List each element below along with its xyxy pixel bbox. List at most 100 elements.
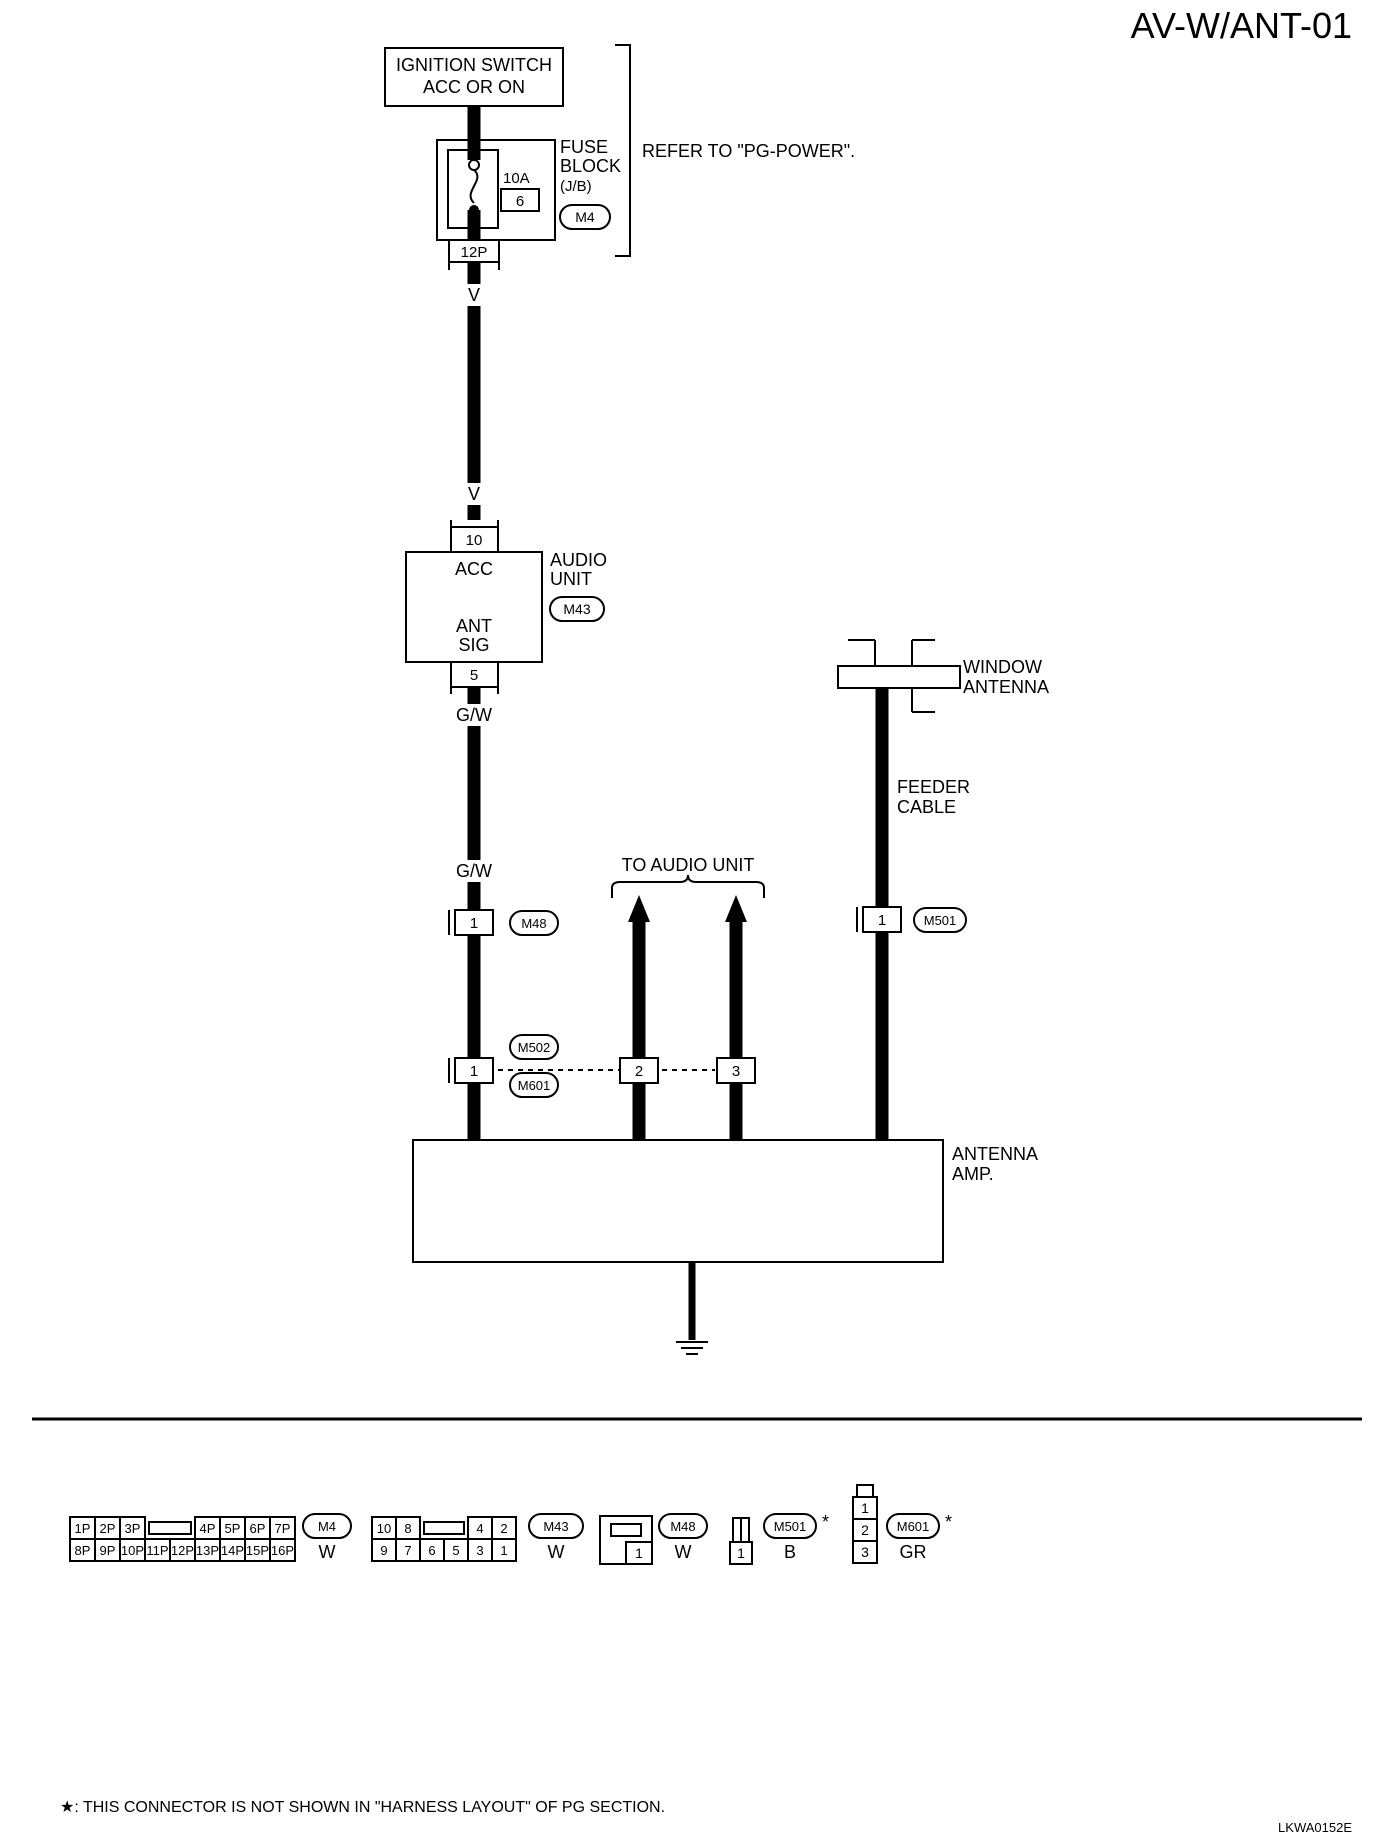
legend-m43-bottom-pin: 9 (380, 1543, 387, 1558)
ignition-label-1: IGNITION SWITCH (396, 55, 552, 75)
figure-code: LKWA0152E (1278, 1820, 1352, 1835)
m501-pin: 1 (878, 912, 886, 929)
legend-m4-code: M4 (318, 1519, 336, 1534)
antenna-amp-label-1: ANTENNA (952, 1144, 1038, 1164)
legend-m4-color: W (319, 1542, 336, 1562)
legend-m501-star: * (822, 1512, 829, 1532)
audio-label-1: AUDIO (550, 550, 607, 570)
audio-connector: M43 (563, 601, 590, 617)
legend-m43-bottom-pin: 1 (500, 1543, 507, 1558)
ground-symbol (676, 1262, 708, 1355)
footnote: ★: THIS CONNECTOR IS NOT SHOWN IN "HARNE… (60, 1799, 665, 1816)
legend-m501-code: M501 (774, 1519, 807, 1534)
antenna-amp: ANTENNA AMP. (412, 1139, 1038, 1263)
wire-color-gw-top: G/W (456, 705, 492, 725)
ignition-label-2: ACC OR ON (423, 77, 525, 97)
window-antenna: WINDOW ANTENNA (837, 639, 1049, 713)
legend-m43-bottom-pin: 7 (404, 1543, 411, 1558)
arrow-head-2 (725, 895, 747, 922)
legend-m601-code: M601 (897, 1519, 930, 1534)
fuse-label-1: FUSE (560, 137, 608, 157)
legend-m43-code: M43 (543, 1519, 568, 1534)
legend-m43-bottom-pin: 5 (452, 1543, 459, 1558)
wire-color-v-bottom: V (468, 484, 480, 504)
legend-m4-top-pin: 2P (100, 1521, 116, 1536)
legend-m43-top-pin: 2 (500, 1521, 507, 1536)
fuse-number: 6 (516, 193, 524, 210)
joint-connector: 1 2 3 M502 M601 (448, 1034, 756, 1098)
to-audio-brace (611, 874, 765, 898)
audio-acc-label: ACC (455, 559, 493, 579)
legend-m43-bottom-pin: 6 (428, 1543, 435, 1558)
fuse-label-3: (J/B) (560, 178, 592, 195)
connector-m501: 1 M501 (856, 906, 967, 933)
legend-m601-star: * (945, 1512, 952, 1532)
legend-m4-bottom-pin: 8P (75, 1543, 91, 1558)
legend-m43-top-pin: 4 (476, 1521, 483, 1536)
legend-m4-top-pin: 4P (200, 1521, 216, 1536)
legend-m4-top-pin: 7P (275, 1521, 291, 1536)
to-audio-unit-label: TO AUDIO UNIT (622, 855, 755, 875)
legend-m4-top-pin: 5P (225, 1521, 241, 1536)
legend-m4-bottom-pin: 12P (171, 1543, 194, 1558)
window-antenna-label-2: ANTENNA (963, 677, 1049, 697)
window-antenna-label-1: WINDOW (963, 657, 1042, 677)
refer-note: REFER TO "PG-POWER". (642, 141, 855, 161)
connector-m48: 1 M48 (448, 909, 559, 936)
legend-m4-bottom-pin: 10P (121, 1543, 144, 1558)
legend-m501: 1 (729, 1517, 753, 1565)
wire-color-v-top: V (468, 285, 480, 305)
legend-m4-bottom-pin: 9P (100, 1543, 116, 1558)
audio-label-2: UNIT (550, 569, 592, 589)
refer-bracket (615, 44, 631, 257)
legend-m43-bottom-pin: 3 (476, 1543, 483, 1558)
antenna-amp-label-2: AMP. (952, 1164, 994, 1184)
audio-ant-label: ANT (456, 616, 492, 636)
legend-m4-bottom-pin: 14P (221, 1543, 244, 1558)
legend-m43-color: W (548, 1542, 565, 1562)
page-id: AV-W/ANT-01 (1131, 5, 1352, 46)
audio-unit: 10 ACC ANT SIG 5 AUDIO UNIT M43 (405, 520, 607, 694)
audio-pin-acc: 10 (466, 532, 483, 549)
arrow-head-1 (628, 895, 650, 922)
m502-code: M502 (518, 1040, 551, 1055)
feeder-label-2: CABLE (897, 797, 956, 817)
fuse-label-2: BLOCK (560, 156, 621, 176)
joint-pin-3: 3 (732, 1063, 740, 1080)
fuse-amp: 10A (503, 170, 530, 187)
audio-sig-label: SIG (458, 635, 489, 655)
legend-m4-top-pin: 6P (250, 1521, 266, 1536)
legend-m48-code: M48 (670, 1519, 695, 1534)
m48-pin: 1 (470, 915, 478, 932)
m501-code: M501 (924, 913, 957, 928)
legend-m4-top-pin: 3P (125, 1521, 141, 1536)
feeder-label-1: FEEDER (897, 777, 970, 797)
m48-code: M48 (521, 916, 546, 931)
fuse-pin: 12P (461, 244, 488, 261)
m601-code: M601 (518, 1078, 551, 1093)
legend-m43: 10 8 4 2 9 7 6 5 3 1 (371, 1516, 517, 1562)
legend-m4-bottom-pin: 15P (246, 1543, 269, 1558)
legend-m4-bottom-pin: 16P (271, 1543, 294, 1558)
legend-m601-pin-2: 2 (861, 1522, 869, 1538)
wire-color-gw-bottom: G/W (456, 861, 492, 881)
legend-m501-pin: 1 (737, 1545, 745, 1561)
legend-m43-top-pin: 8 (404, 1521, 411, 1536)
joint-pin-2: 2 (635, 1063, 643, 1080)
ignition-switch: IGNITION SWITCH ACC OR ON (384, 47, 564, 107)
legend-m601-pin-1: 1 (861, 1500, 869, 1516)
legend-m43-top-pin: 10 (377, 1521, 391, 1536)
fuse-block: 10A 6 FUSE BLOCK (J/B) M4 (436, 137, 621, 241)
legend-m4-top-pin: 1P (75, 1521, 91, 1536)
fuse-connector-12p: 12P (448, 239, 500, 270)
legend-m48-pin: 1 (635, 1545, 643, 1561)
legend-m501-color: B (784, 1542, 796, 1562)
legend-m601: 1 2 3 (852, 1484, 878, 1564)
audio-pin-ant: 5 (470, 667, 478, 684)
legend-m601-pin-3: 3 (861, 1544, 869, 1560)
legend-m48: 1 (599, 1515, 653, 1565)
legend-m48-color: W (675, 1542, 692, 1562)
joint-pin-1: 1 (470, 1063, 478, 1080)
